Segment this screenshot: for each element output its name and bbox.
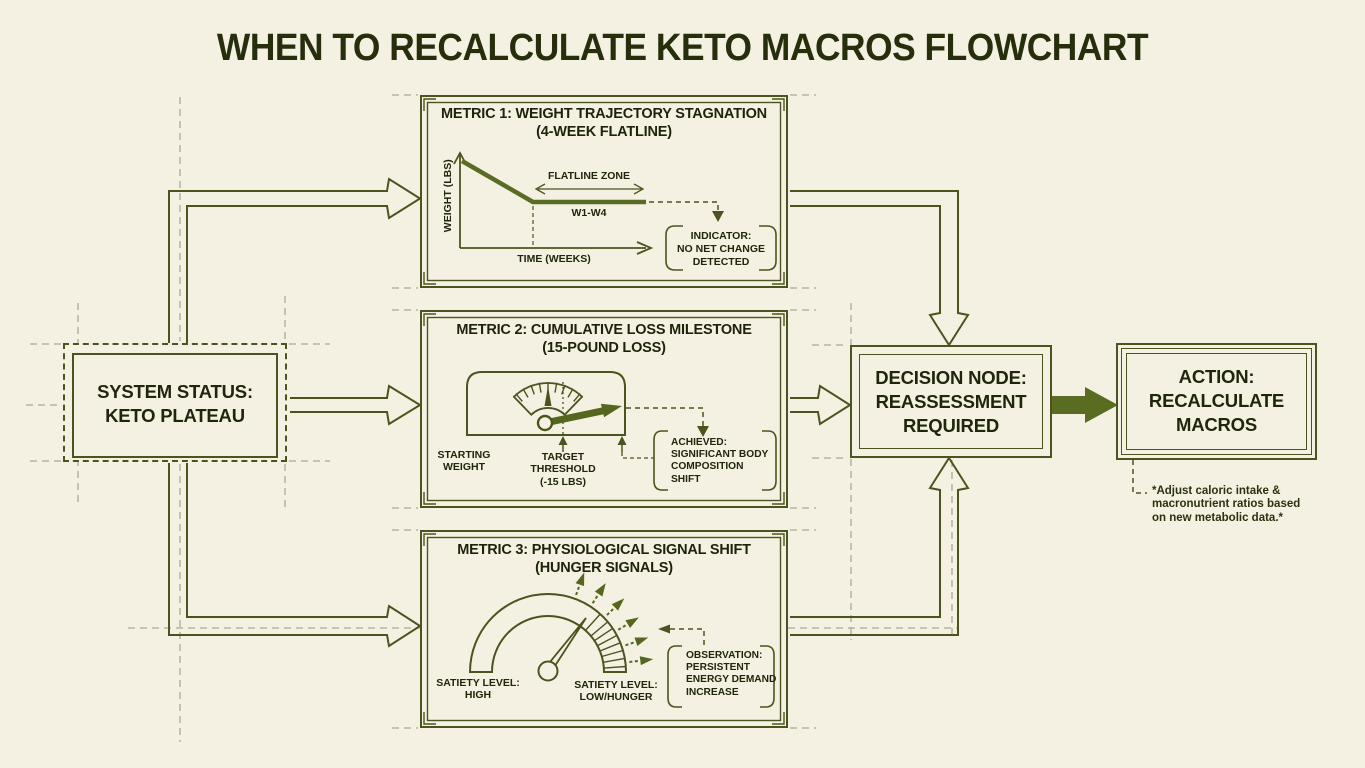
system-status-box-outer [63,343,287,462]
weight-trajectory-line [460,159,646,205]
action-box-mid [1121,348,1312,455]
footnote-connector-dashed [1132,460,1147,494]
observation-connector-dashed [670,628,705,646]
indicator-connector-arrowhead [712,211,724,222]
metric1-zone-label: FLATLINE ZONE [547,170,631,182]
blueprint-guides [26,94,958,742]
needle-pivot [536,414,554,432]
achieved-connector-arrowhead [697,426,709,437]
x-axis-arrowhead [636,241,654,255]
dial-fan [512,382,584,416]
action-footnote: *Adjust caloric intake & macronutrient r… [1152,485,1301,524]
arrow-metric1-to-decision [790,190,970,347]
flatline-zone-span-arrow [534,183,645,195]
flow-arrows [168,177,970,648]
arrow-decision-to-action [1052,387,1118,423]
metric1-range-label: W1-W4 [571,207,607,219]
page-title: WHEN TO RECALCULATE KETO MACROS FLOWCHAR… [216,27,1149,69]
action-box-outer [1116,343,1317,460]
metric1-frame [420,95,788,288]
metric3-title: METRIC 3: PHYSIOLOGICAL SIGNAL SHIFT (HU… [457,542,751,576]
metric2-scale [466,371,777,491]
decision-node-box-outer [850,345,1052,458]
metric1-y-axis-label: WEIGHT (LBS) [441,159,454,233]
metric1-title: METRIC 1: WEIGHT TRAJECTORY STAGNATION (… [441,106,767,140]
system-status-label: SYSTEM STATUS: KETO PLATEAU [97,381,253,427]
decision-node-box-inner [859,354,1043,449]
observation-connector-arrowhead [658,624,670,634]
gauge-ring [468,593,628,673]
metric3-high-label: SATIETY LEVEL: HIGH [436,677,520,702]
gauge-pivot [537,660,559,682]
achieved-dashed-link [621,452,654,459]
metric2-start-label: STARTING WEIGHT [437,449,491,474]
metric2-indicator-text: ACHIEVED: SIGNIFICANT BODY COMPOSITION S… [671,437,769,485]
target-up-arrowhead [558,436,568,445]
arrow-metric2-to-decision [790,384,852,426]
corner-up-arrowhead [617,436,627,445]
metric3-low-label: SATIETY LEVEL: LOW/HUNGER [574,679,658,704]
achieved-connector-dashed [626,407,704,427]
metric1-chart [453,151,777,271]
metric2-title: METRIC 2: CUMULATIVE LOSS MILESTONE (15-… [456,322,752,356]
arrow-system-to-metric2 [290,384,422,426]
metric1-indicator-text: INDICATOR: NO NET CHANGE DETECTED [676,230,766,268]
arrow-system-to-metric3 [168,463,422,648]
gauge-hatching [584,613,626,669]
scale-needle-arrowhead [600,403,622,418]
decision-node-label: DECISION NODE: REASSESSMENT REQUIRED [875,367,1027,437]
achieved-brackets [653,430,777,491]
dial-needle [544,386,552,406]
action-box-inner [1126,353,1307,450]
arrow-metric3-to-decision [790,456,970,636]
metric1-x-axis-label: TIME (WEEKS) [517,253,591,265]
scale-needle-shaft [550,407,604,426]
scale-body [466,371,626,436]
arrow-system-to-metric1 [168,177,422,343]
action-label: ACTION: RECALCULATE MACROS [1148,366,1285,436]
observation-brackets [667,645,775,708]
metric2-target-label: TARGET THRESHOLD (-15 LBS) [530,451,596,488]
metric3-indicator-text: OBSERVATION: PERSISTENT ENERGY DEMAND IN… [686,650,777,698]
metric3-gauge [468,569,775,708]
system-status-box-inner [72,353,278,458]
indicator-brackets [665,225,777,271]
indicator-connector-dashed [649,201,719,211]
